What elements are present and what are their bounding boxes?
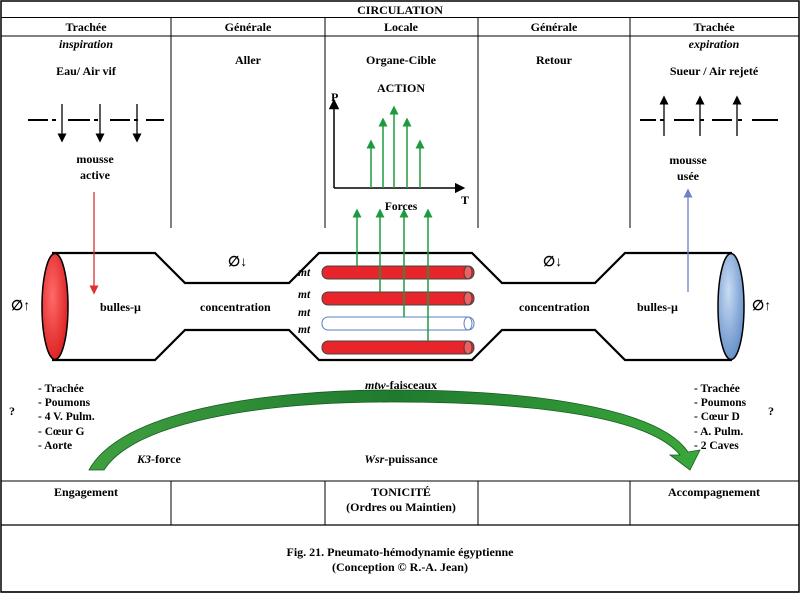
organ-item: - Trachée xyxy=(694,383,740,395)
foam-active-line1: mousse xyxy=(76,152,114,166)
action-graph-bars xyxy=(366,105,425,188)
forces-label: Forces xyxy=(384,201,418,213)
action-title: ACTION xyxy=(376,81,426,95)
inspiration-pattern xyxy=(28,104,164,143)
foam-used-line1: mousse xyxy=(669,153,707,167)
footer-accompaniment: Accompagnement xyxy=(668,485,760,499)
question-left: ? xyxy=(9,404,15,418)
concentration-left: concentration xyxy=(200,300,271,314)
tonicity-arc xyxy=(88,389,701,471)
organ-item: - Poumons xyxy=(38,397,91,410)
organ-item: - Cœur D xyxy=(694,411,740,424)
outlet-ellipse xyxy=(717,252,745,361)
expiration-label: expiration xyxy=(688,37,740,51)
header-title: CIRCULATION xyxy=(357,3,443,17)
col-header-generale-left: Générale xyxy=(224,20,272,34)
organ-item: - Aorte xyxy=(38,439,73,452)
aller-label: Aller xyxy=(235,53,261,67)
organ-item: - Cœur G xyxy=(38,425,85,438)
organs-right: - Trachée - Poumons - Cœur D - A. Pulm. … xyxy=(694,382,746,453)
inlet-ellipse xyxy=(41,252,69,361)
force-arrows xyxy=(352,208,433,341)
vessel-outline xyxy=(52,251,732,362)
foam-active-line2: active xyxy=(80,168,110,182)
organ-item: - Poumons xyxy=(694,397,747,410)
organ-item: - Trachée xyxy=(38,383,84,395)
mt-label-3: mt xyxy=(298,307,311,319)
k3-force-label: K3-force xyxy=(137,452,181,466)
action-graph-axes xyxy=(328,98,466,194)
figure-caption-line1: Fig. 21. Pneumato-hémodynamie égyptienne xyxy=(286,545,514,559)
foam-used-line2: usée xyxy=(677,169,699,183)
expiration-pattern xyxy=(640,95,778,136)
outflow-label: Sueur / Air rejeté xyxy=(669,64,759,78)
organ-item: - A. Pulm. xyxy=(694,425,744,438)
col-header-generale-right: Générale xyxy=(530,20,578,34)
mt-label-2: mt xyxy=(298,289,311,301)
organ-item: - 4 V. Pulm. xyxy=(38,411,95,424)
footer-engagement: Engagement xyxy=(54,485,118,499)
axis-p-label: P xyxy=(331,90,339,104)
mt-tubes xyxy=(321,265,475,355)
col-header-trachee-right: Trachée xyxy=(693,20,735,34)
mt-label-1: mt xyxy=(298,267,311,279)
wsr-power-label: Wsr-puissance xyxy=(364,452,438,466)
diameter-down-left: ∅↓ xyxy=(228,255,248,270)
bubbles-right: bulles-µ xyxy=(637,300,678,314)
inflow-label: Eau/ Air vif xyxy=(56,64,116,78)
organ-item: - 2 Caves xyxy=(694,439,739,452)
bubbles-left: bulles-µ xyxy=(100,300,141,314)
question-right: ? xyxy=(768,404,774,418)
col-header-locale: Locale xyxy=(384,20,418,34)
diameter-down-right: ∅↓ xyxy=(543,255,563,270)
axis-t-label: T xyxy=(461,193,470,207)
bundles-label: mtw-faisceaux xyxy=(365,378,437,392)
concentration-right: concentration xyxy=(519,300,590,314)
inspiration-label: inspiration xyxy=(58,37,114,51)
retour-label: Retour xyxy=(536,53,572,67)
footer-orders: (Ordres ou Maintien) xyxy=(346,500,456,514)
organs-left: - Trachée - Poumons - 4 V. Pulm. - Cœur … xyxy=(38,382,95,453)
organ-target-label: Organe-Cible xyxy=(366,53,436,67)
mt-label-4: mt xyxy=(298,324,311,336)
footer-tonicity: TONICITÉ xyxy=(371,485,431,499)
diameter-up-left: ∅↑ xyxy=(11,299,31,314)
col-header-trachee-left: Trachée xyxy=(65,20,107,34)
diameter-up-right: ∅↑ xyxy=(752,299,772,314)
figure-caption-line2: (Conception © R.-A. Jean) xyxy=(332,560,468,574)
